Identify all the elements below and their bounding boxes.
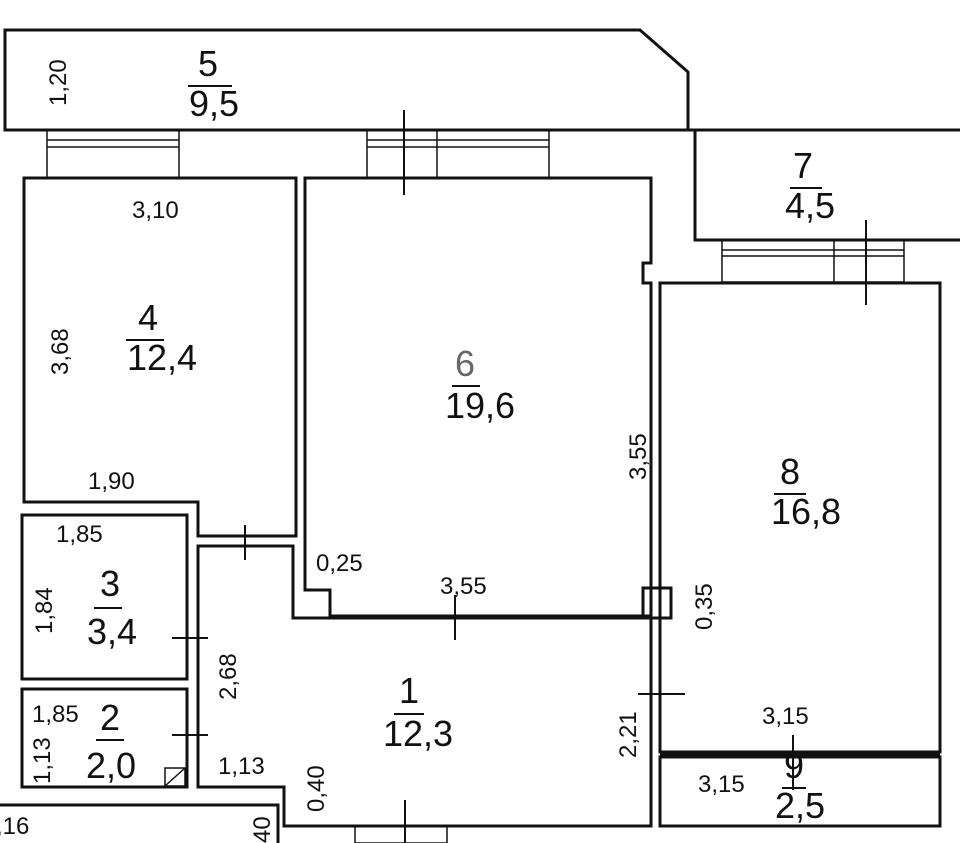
room-4-outline: [22, 176, 298, 538]
dim-5-16-cut: ,16: [0, 813, 29, 840]
dim-0-40-cut: 40: [249, 816, 276, 843]
window-room-6: [366, 110, 550, 195]
dim-3-55-horizontal: 3,55: [440, 573, 487, 600]
dim-0-25: 0,25: [316, 550, 363, 577]
dim-1-85-room-2: 1,85: [32, 701, 79, 728]
dim-1-84: 1,84: [31, 587, 58, 634]
room-3-outline: [20, 513, 189, 681]
dim-3-10: 3,10: [132, 197, 179, 224]
room-3-area: 3,4: [87, 611, 137, 652]
room-5-area: 9,5: [189, 83, 239, 124]
room-9-outline: [658, 755, 942, 828]
room-8-area: 16,8: [771, 491, 841, 532]
room-7-area: 4,5: [785, 185, 835, 226]
room-9-area: 2,5: [775, 785, 825, 826]
dim-3-15-room-9: 3,15: [698, 771, 745, 798]
dim-1-90: 1,90: [88, 468, 135, 495]
dim-0-35: 0,35: [691, 583, 718, 630]
window-room-8: [721, 220, 905, 305]
room-8-number: 8: [780, 451, 800, 492]
dim-1-85-room-3: 1,85: [56, 521, 103, 548]
dim-2-21: 2,21: [615, 711, 642, 758]
room-6-outline: [303, 176, 653, 618]
room-5-number: 5: [198, 43, 218, 84]
room-7-number: 7: [793, 145, 813, 186]
structural-column: [641, 586, 673, 620]
dim-2-68: 2,68: [215, 653, 242, 700]
room-5-outline: [3, 28, 690, 132]
room-2-area: 2,0: [86, 745, 136, 786]
room-2-number: 2: [100, 697, 120, 738]
dim-1-13-vertical: 1,13: [29, 737, 56, 784]
room-1-outline: [196, 544, 653, 828]
room-6-number: 6: [455, 343, 475, 384]
exterior-wall-bottom: [0, 803, 280, 843]
dim-1-20: 1,20: [45, 59, 72, 106]
dim-3-55-vertical: 3,55: [625, 433, 652, 480]
dim-1-13-horizontal: 1,13: [218, 753, 265, 780]
room-3-number: 3: [100, 563, 120, 604]
room-2-outline: [20, 687, 189, 789]
room-4-number: 4: [138, 297, 158, 338]
room-6-area: 19,6: [445, 385, 515, 426]
room-1-number: 1: [399, 670, 419, 711]
window-room-4: [46, 129, 180, 179]
vent-shaft-icon: [164, 767, 186, 787]
dim-0-40: 0,40: [303, 765, 330, 812]
room-4-area: 12,4: [127, 337, 197, 378]
room-1-area: 12,3: [383, 713, 453, 754]
dim-3-68: 3,68: [47, 328, 74, 375]
dim-3-15-room-8: 3,15: [762, 703, 809, 730]
